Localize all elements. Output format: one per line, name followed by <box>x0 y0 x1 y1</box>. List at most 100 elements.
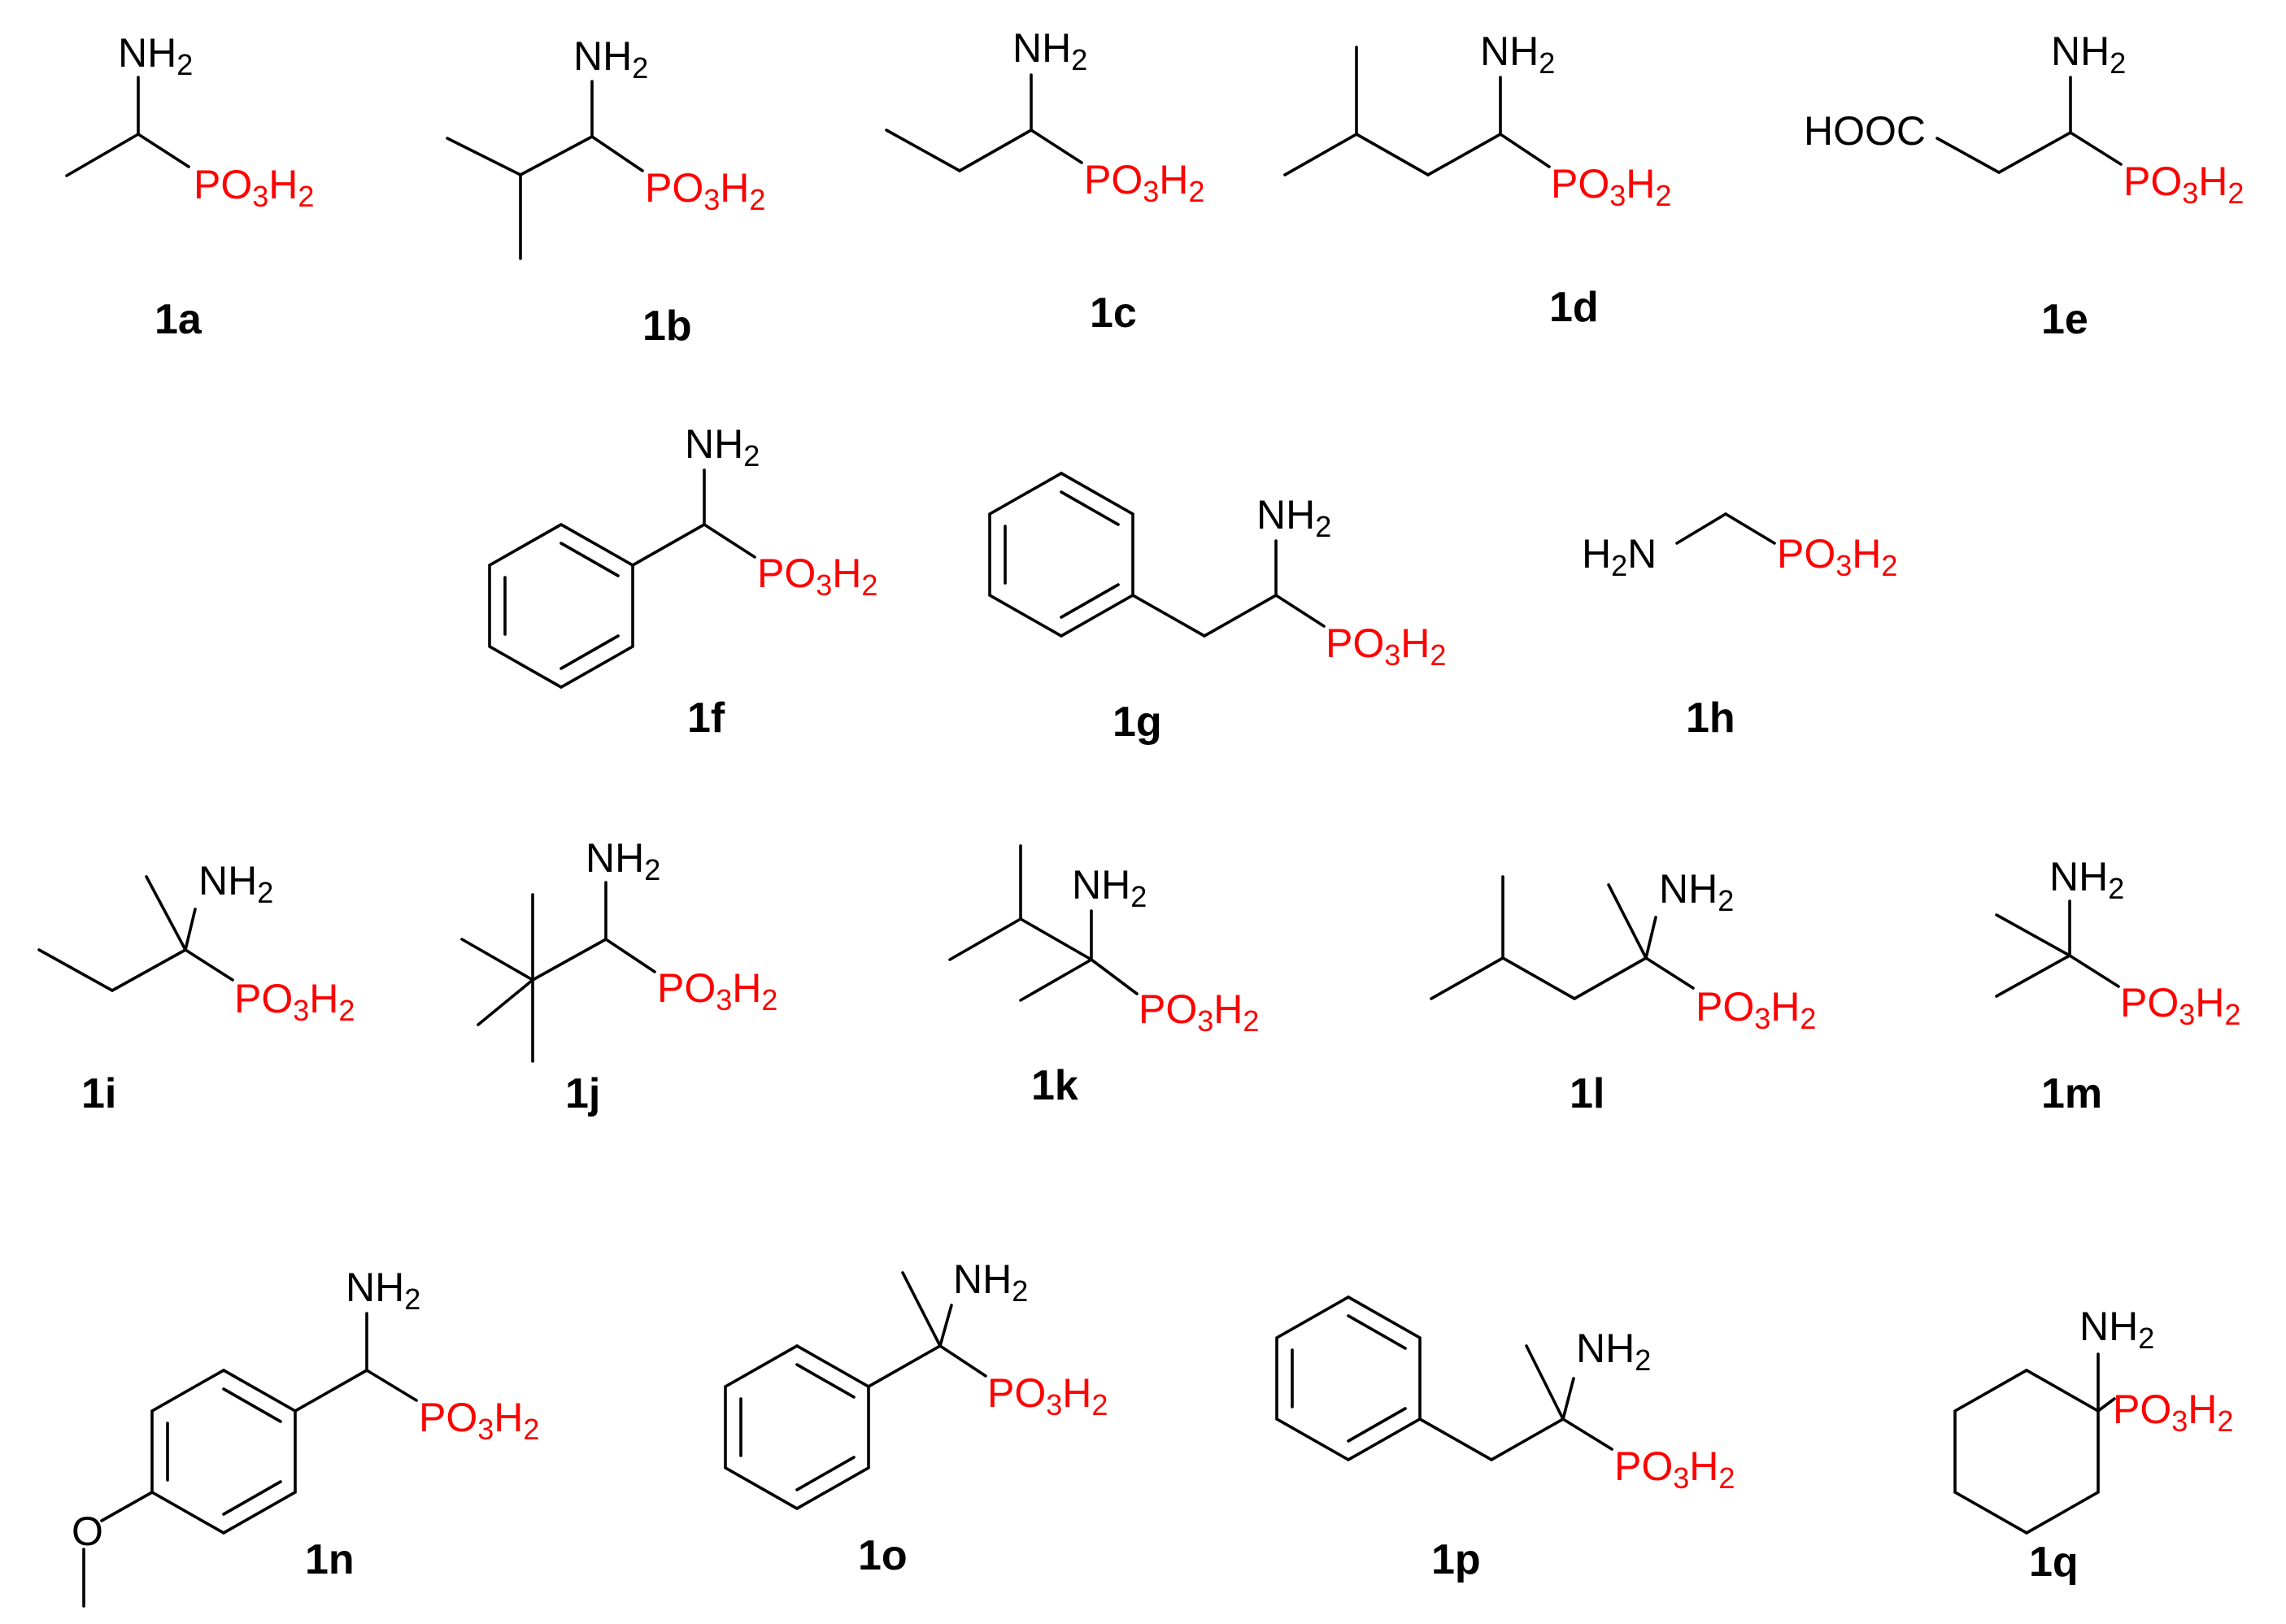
bond <box>1499 133 1551 168</box>
phosphonic-acid-group: PO3H2 <box>419 1395 539 1446</box>
compound-1k: NH2 PO3H2 1k <box>948 844 1259 1109</box>
bond <box>560 634 620 670</box>
bond <box>590 135 644 172</box>
compound-1g: NH2 PO3H2 1g <box>988 471 1446 746</box>
bond <box>184 948 234 982</box>
amino-group: NH2 <box>1576 1326 1651 1377</box>
bond <box>1203 594 1278 638</box>
phosphonic-acid-group: PO3H2 <box>657 965 777 1017</box>
phosphonic-acid-group: PO3H2 <box>757 551 877 602</box>
amino-group: NH2 <box>1012 25 1087 76</box>
compound-label: 1q <box>2029 1539 2079 1586</box>
bond <box>958 128 1033 172</box>
bond <box>1644 916 1657 960</box>
bond <box>446 137 522 176</box>
bond <box>65 133 140 177</box>
bond <box>460 938 534 982</box>
bond <box>1355 133 1430 176</box>
bond <box>1090 958 1139 995</box>
compound-label: 1f <box>687 694 725 742</box>
compound-1a: NH2 PO3H2 1a <box>65 30 314 343</box>
bond <box>1644 956 1695 990</box>
compound-label: 1n <box>305 1536 355 1583</box>
compound-label: 1e <box>2041 296 2088 343</box>
amino-group: NH2 <box>586 835 660 886</box>
bond <box>1724 512 1776 545</box>
benzene-ring <box>724 1343 870 1511</box>
compound-label: 1j <box>565 1070 600 1117</box>
bond <box>184 908 197 951</box>
bond <box>1347 1314 1407 1350</box>
amino-group: NH2 <box>1659 866 1734 917</box>
compound-1j: NH2 PO3H2 1j <box>460 835 777 1117</box>
bond <box>795 1363 856 1399</box>
compound-1l: NH2 PO3H2 1l <box>1430 866 1816 1117</box>
compound-label: 1b <box>642 303 692 350</box>
phosphonic-acid-group: PO3H2 <box>1777 531 1897 582</box>
bond <box>1995 913 2071 957</box>
bond <box>703 523 756 559</box>
bond <box>100 1491 154 1522</box>
amino-group: NH2 <box>1256 492 1331 543</box>
phosphonic-acid-group: PO3H2 <box>1696 984 1816 1035</box>
compound-label: 1k <box>1031 1062 1078 1109</box>
compound-label: 1d <box>1549 284 1599 331</box>
compound-1h: H2N PO3H2 1h <box>1582 512 1897 742</box>
bond <box>1935 137 2001 174</box>
compound-1c: NH2 PO3H2 1c <box>885 25 1204 337</box>
cyclohexane-ring <box>1953 1368 2100 1535</box>
bond <box>1274 594 1326 628</box>
bond <box>795 1456 856 1491</box>
bond <box>604 938 656 973</box>
compound-1i: NH2 PO3H2 1i <box>37 858 355 1117</box>
bond <box>1573 956 1648 1000</box>
bond <box>1283 133 1358 176</box>
phosphonic-acid-group: PO3H2 <box>1139 986 1259 1038</box>
compound-label: 1i <box>81 1070 116 1117</box>
bond <box>1060 490 1120 526</box>
compound-label: 1h <box>1686 694 1735 742</box>
phosphonic-acid-group: PO3H2 <box>1551 161 1671 212</box>
bond <box>1418 1417 1493 1461</box>
phosphonic-acid-group: PO3H2 <box>234 976 355 1027</box>
amino-group: NH2 <box>346 1265 420 1316</box>
compound-1m: NH2 PO3H2 1m <box>1995 854 2240 1117</box>
bond <box>1997 131 2072 174</box>
amino-group: NH2 <box>573 33 648 85</box>
phosphonic-acid-group: PO3H2 <box>1326 620 1446 672</box>
amino-group: NH2 <box>1072 862 1147 913</box>
bond <box>1347 1407 1407 1443</box>
bond <box>222 1387 282 1423</box>
phosphonic-acid-group: PO3H2 <box>2123 159 2244 210</box>
bond <box>1019 917 1093 961</box>
bond <box>560 542 620 577</box>
bond <box>1675 512 1727 545</box>
compound-label: 1m <box>2041 1070 2102 1117</box>
compound-1o: NH2 PO3H2 1o <box>724 1256 1108 1579</box>
compound-label: 1c <box>1090 290 1137 337</box>
bond <box>477 978 534 1026</box>
phosphonic-acid-group: PO3H2 <box>194 162 314 213</box>
bond <box>111 948 187 992</box>
amino-group: NH2 <box>2049 854 2124 905</box>
bond <box>1430 956 1504 1000</box>
compound-label: 1g <box>1113 699 1162 746</box>
bond <box>1131 594 1206 638</box>
bond <box>2068 954 2120 988</box>
bond <box>365 1369 418 1402</box>
benzene-ring <box>1275 1295 1422 1462</box>
bond <box>294 1369 368 1413</box>
phosphonic-acid-group: PO3H2 <box>1614 1443 1735 1495</box>
bond <box>1525 1344 1565 1421</box>
amine-group: H2N <box>1582 531 1657 582</box>
bond <box>145 875 187 951</box>
bond <box>867 1344 942 1388</box>
compound-1e: HOOC NH2 PO3H2 1e <box>1804 28 2244 343</box>
bond <box>1490 1417 1565 1461</box>
bond <box>1561 1377 1575 1421</box>
compound-label: 1l <box>1570 1070 1605 1117</box>
compound-label: 1a <box>155 296 202 343</box>
bond <box>1030 128 1083 164</box>
